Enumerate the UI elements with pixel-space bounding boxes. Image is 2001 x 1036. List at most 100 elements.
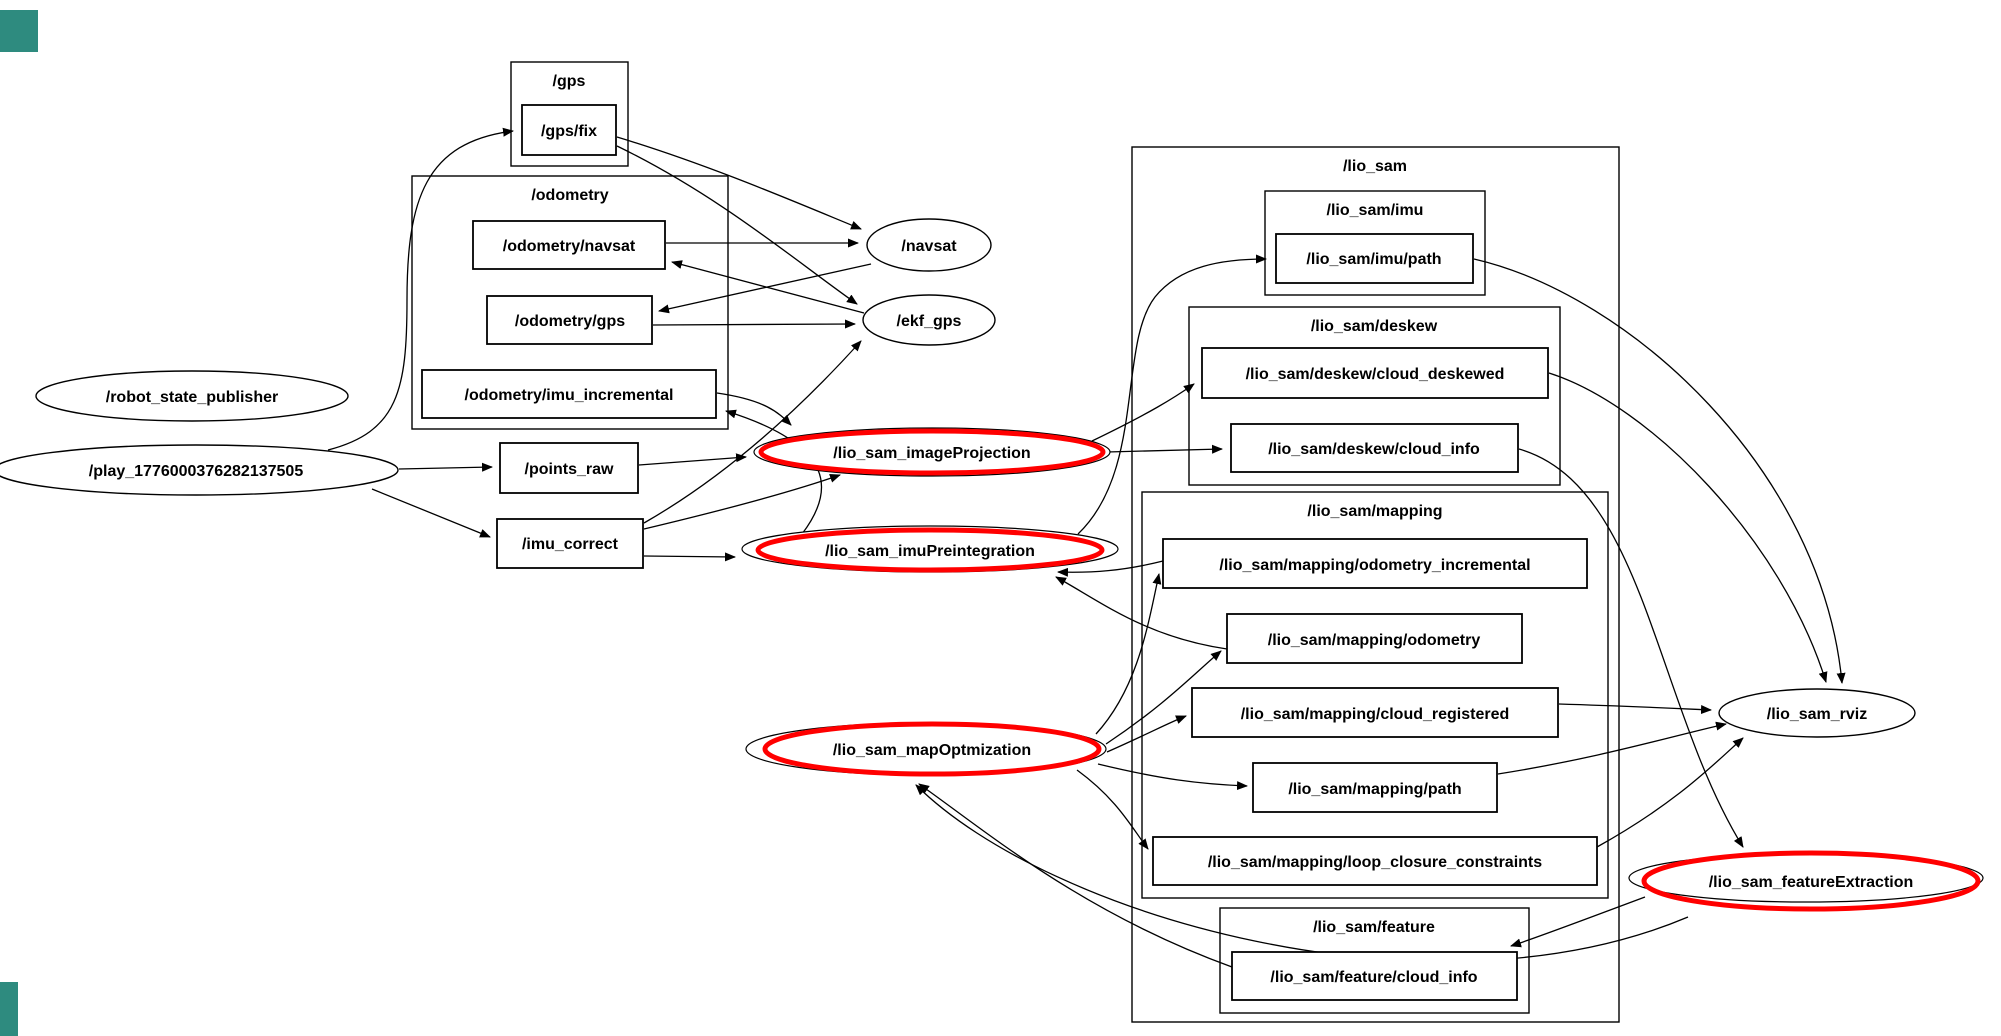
topic-loop-closure-constraints [1152, 836, 1598, 886]
edge-imu-preintegration-to-imu-path [1077, 254, 1267, 535]
edge-imu-correct-to-image-projection [643, 474, 841, 530]
cluster-lio-sam-label: /lio_sam [1343, 158, 1407, 175]
node-lio-sam-image-projection: /lio_sam_imageProjection [753, 427, 1111, 477]
corner-artifact-top-left [0, 10, 38, 52]
edges [327, 127, 1846, 968]
edge-play-to-gps-fix [327, 127, 514, 451]
node-lio-sam-rviz-label: /lio_sam_rviz [1767, 706, 1868, 723]
topic-gps-fix-label: /gps/fix [541, 123, 597, 140]
edge-cloud-deskewed-to-rviz [1548, 372, 1828, 683]
topic-deskew-cloud-info-label: /lio_sam/deskew/cloud_info [1268, 441, 1480, 458]
edge-imu-incremental-to-image-projection [716, 392, 792, 426]
topic-gps-fix [521, 104, 617, 156]
topic-odometry-navsat-label: /odometry/navsat [503, 238, 636, 255]
topic-mapping-odometry [1226, 613, 1523, 664]
cluster-lio-sam-feature: /lio_sam/feature /lio_sam/feature/cloud_… [1219, 907, 1530, 1014]
cluster-odometry-border [411, 175, 729, 430]
node-robot-state-publisher-label: /robot_state_publisher [106, 389, 278, 406]
topic-mapping-path-label: /lio_sam/mapping/path [1288, 781, 1461, 798]
edge-map-optmization-to-odometry-incremental [1095, 573, 1162, 735]
cluster-lio-sam-imu-border [1264, 190, 1486, 296]
node-navsat: /navsat [866, 218, 992, 272]
topic-cloud-registered [1191, 687, 1559, 738]
node-navsat-label: /navsat [901, 238, 957, 255]
cluster-lio-sam-imu-label: /lio_sam/imu [1327, 202, 1424, 219]
cluster-odometry-label: /odometry [531, 187, 608, 204]
node-ekf-gps: /ekf_gps [862, 294, 996, 346]
cluster-lio-sam-feature-border [1219, 907, 1530, 1014]
edge-deskew-cloud-info-to-feature-extraction [1518, 448, 1744, 848]
cluster-lio-sam-mapping: /lio_sam/mapping /lio_sam/mapping/odomet… [1141, 491, 1609, 899]
cluster-lio-sam-feature-label: /lio_sam/feature [1313, 919, 1435, 936]
cluster-lio-sam-deskew-label: /lio_sam/deskew [1311, 318, 1438, 335]
topic-imu-path [1275, 233, 1474, 284]
edge-mapping-odometry-to-imu-preintegration [1055, 576, 1228, 650]
node-lio-sam-imu-preintegration: /lio_sam_imuPreintegration [741, 525, 1119, 573]
node-lio-sam-map-optmization: /lio_sam_mapOptmization [745, 721, 1107, 777]
cluster-lio-sam-imu: /lio_sam/imu /lio_sam/imu/path [1264, 190, 1486, 296]
cluster-gps-label: /gps [553, 73, 586, 90]
edge-odometry-gps-to-ekf-gps [652, 319, 856, 329]
topic-mapping-odometry-label: /lio_sam/mapping/odometry [1268, 632, 1481, 649]
edge-mapping-path-to-rviz [1497, 721, 1727, 775]
edge-play-to-points-raw [398, 462, 493, 472]
edge-cloud-registered-to-rviz [1558, 703, 1712, 715]
topic-odometry-imu-incremental [421, 369, 717, 419]
edge-image-projection-to-cloud-deskewed [1091, 383, 1195, 442]
topic-odometry-navsat [472, 220, 666, 270]
node-lio-sam-imu-preintegration-label: /lio_sam_imuPreintegration [825, 543, 1035, 560]
cluster-lio-sam-mapping-label: /lio_sam/mapping [1307, 503, 1442, 520]
node-lio-sam-feature-extraction-label: /lio_sam_featureExtraction [1709, 874, 1914, 891]
edge-image-projection-to-deskew-cloud-info [1106, 444, 1223, 454]
edge-feature-cloud-info-to-map-optmization [918, 783, 1233, 968]
topic-feature-cloud-info [1231, 951, 1518, 1001]
node-lio-sam-rviz: /lio_sam_rviz [1718, 688, 1916, 738]
cluster-lio-sam: /lio_sam /lio_sam/imu /lio_sam/imu/path … [1131, 146, 1620, 1023]
corner-artifact-bottom-left [0, 982, 18, 1036]
edge-points-raw-to-image-projection [638, 453, 747, 466]
cluster-lio-sam-deskew-border [1188, 306, 1561, 486]
topic-imu-correct [496, 518, 644, 569]
edge-map-optmization-to-mapping-path [1097, 763, 1248, 791]
cluster-gps-border [510, 61, 629, 167]
edge-gps-fix-to-ekf-gps [616, 145, 858, 305]
topic-odometry-gps [486, 295, 653, 345]
topic-mapping-path [1252, 762, 1498, 813]
node-robot-state-publisher: /robot_state_publisher [35, 370, 349, 422]
edge-imu-correct-to-ekf-gps [643, 340, 862, 524]
edge-map-optmization-to-mapping-odometry [1105, 650, 1222, 745]
topic-cloud-deskewed [1201, 347, 1549, 399]
topic-points-raw [499, 442, 639, 494]
topic-cloud-registered-label: /lio_sam/mapping/cloud_registered [1241, 706, 1510, 723]
node-lio-sam-image-projection-label: /lio_sam_imageProjection [833, 445, 1030, 462]
topic-deskew-cloud-info [1230, 423, 1519, 473]
edge-navsat-to-odometry-gps [658, 263, 872, 314]
edge-imu-path-to-rviz [1473, 258, 1846, 684]
cluster-lio-sam-border [1131, 146, 1620, 1023]
node-play-bag-label: /play_1776000376282137505 [89, 463, 304, 480]
cluster-lio-sam-mapping-border [1141, 491, 1609, 899]
node-ekf-gps-label: /ekf_gps [897, 313, 962, 330]
cluster-gps: /gps /gps/fix [510, 61, 629, 167]
topic-odometry-imu-incremental-label: /odometry/imu_incremental [465, 387, 674, 404]
edge-loop-closure-to-rviz [1596, 737, 1744, 848]
topic-imu-path-label: /lio_sam/imu/path [1306, 251, 1441, 268]
edge-imu-preintegration-to-imu-incremental [725, 409, 823, 535]
edge-feature-extraction-to-feature-cloud-info [1510, 896, 1646, 948]
cluster-lio-sam-deskew: /lio_sam/deskew /lio_sam/deskew/cloud_de… [1188, 306, 1561, 486]
topic-loop-closure-constraints-label: /lio_sam/mapping/loop_closure_constraint… [1208, 854, 1542, 871]
edge-imu-correct-to-imu-preintegration [643, 552, 736, 562]
edge-play-to-imu-correct [371, 488, 491, 538]
node-lio-sam-map-optmization-label: /lio_sam_mapOptmization [833, 742, 1031, 759]
topic-points-raw-label: /points_raw [525, 461, 614, 478]
topic-mapping-odometry-incremental-label: /lio_sam/mapping/odometry_incremental [1219, 557, 1530, 574]
node-play-bag: /play_1776000376282137505 [0, 444, 399, 496]
node-lio-sam-feature-extraction: /lio_sam_featureExtraction [1628, 850, 1984, 912]
edge-map-optmization-to-loop-closure [1076, 769, 1149, 850]
topic-imu-correct-label: /imu_correct [522, 536, 619, 553]
topic-feature-cloud-info-label: /lio_sam/feature/cloud_info [1270, 969, 1477, 986]
topic-mapping-odometry-incremental [1162, 538, 1588, 589]
topic-odometry-gps-label: /odometry/gps [515, 313, 625, 330]
